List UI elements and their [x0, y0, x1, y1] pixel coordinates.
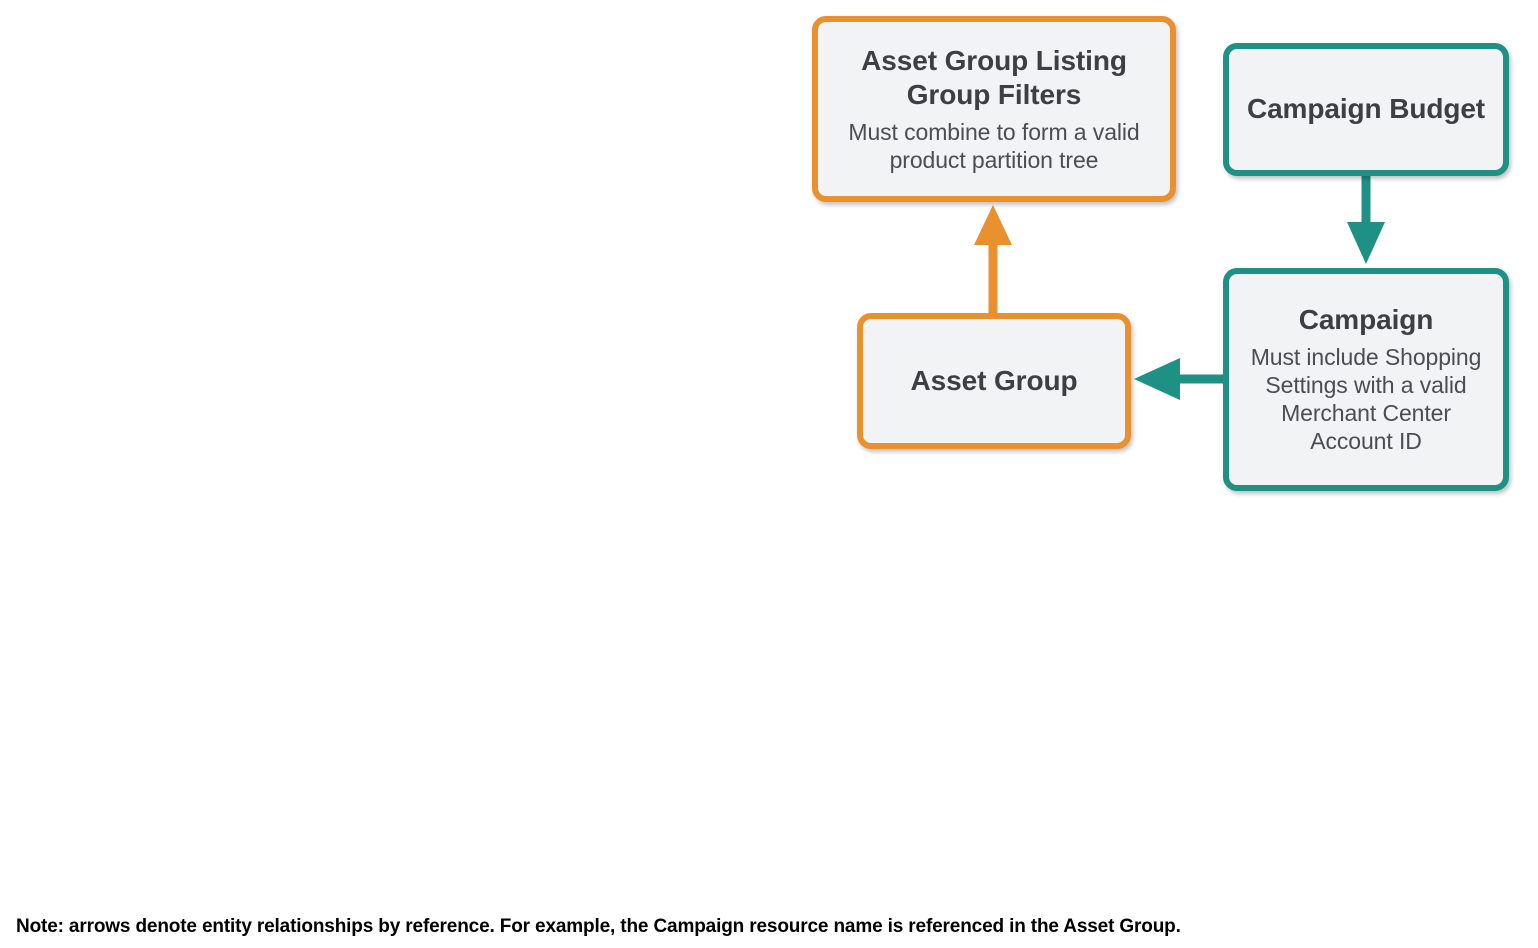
- edge-asset-group-to-filters: [974, 205, 1012, 318]
- node-title: Campaign: [1298, 304, 1434, 336]
- node-title: Asset Group Listing Group Filters: [861, 44, 1127, 110]
- node-asset-group-listing-group-filters[interactable]: Asset Group Listing Group Filters Must c…: [812, 16, 1176, 202]
- node-campaign-budget[interactable]: Campaign Budget: [1223, 43, 1509, 176]
- node-description: Must include Shopping Settings with a va…: [1250, 344, 1482, 454]
- node-asset-group[interactable]: Asset Group: [857, 313, 1131, 449]
- arrowhead-left-teal-icon: [1134, 358, 1180, 400]
- node-title: Campaign Budget: [1246, 93, 1486, 125]
- arrowhead-up-orange-icon: [974, 205, 1012, 245]
- node-campaign[interactable]: Campaign Must include Shopping Settings …: [1223, 268, 1509, 491]
- node-title: Asset Group: [910, 364, 1078, 396]
- edge-campaign-to-asset-group: [1134, 358, 1227, 400]
- footer-note: Note: arrows denote entity relationships…: [16, 916, 1181, 937]
- arrowhead-down-teal-icon: [1347, 222, 1385, 264]
- node-description: Must combine to form a valid product par…: [848, 118, 1140, 173]
- edge-campaign-budget-to-campaign: [1347, 174, 1385, 264]
